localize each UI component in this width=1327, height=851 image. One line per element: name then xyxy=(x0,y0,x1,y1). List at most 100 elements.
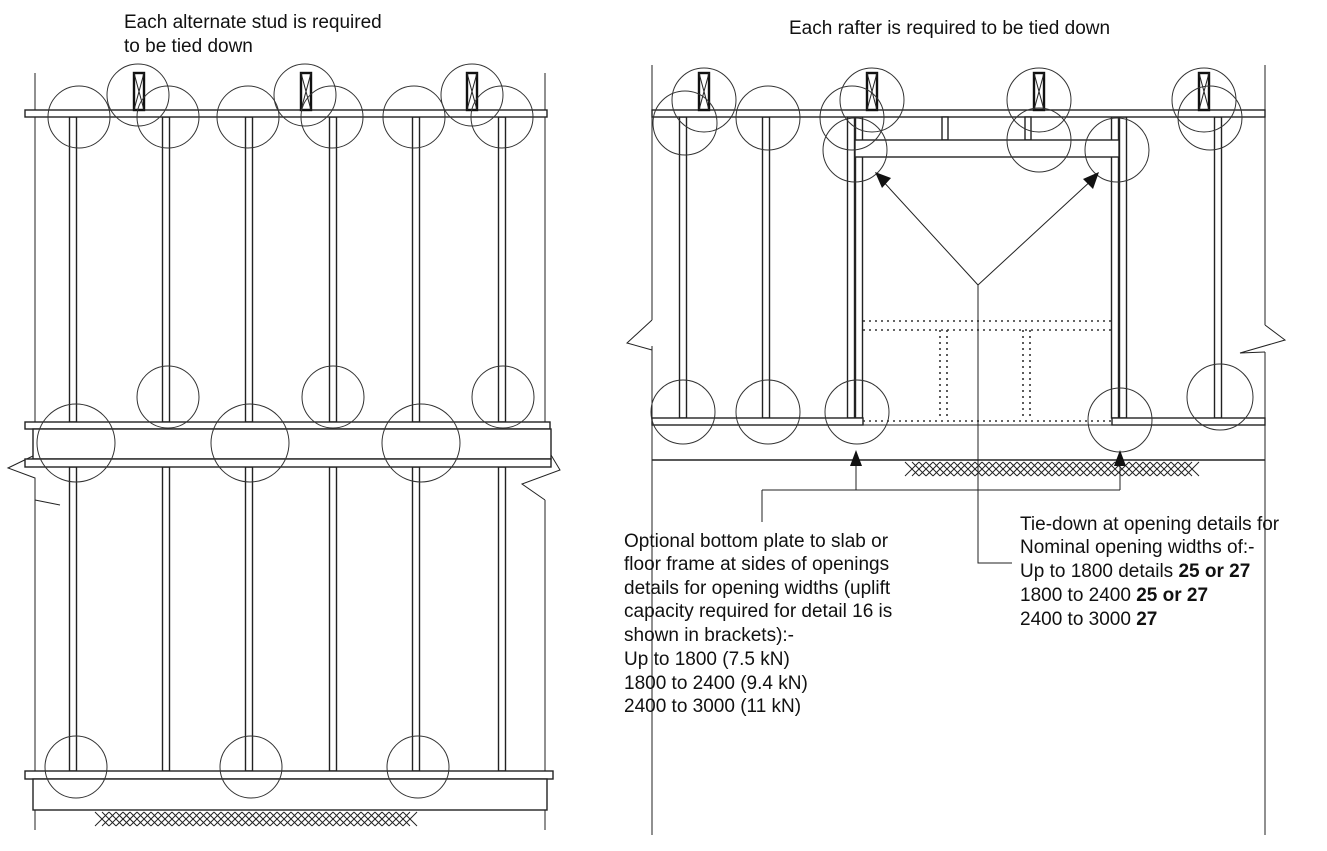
stud xyxy=(161,116,171,423)
hatch-line xyxy=(122,811,138,827)
floor-beam xyxy=(32,428,552,460)
stud xyxy=(497,466,507,772)
note-line: 1800 to 2400 (9.4 kN) xyxy=(624,673,808,694)
hatch-line xyxy=(395,811,411,827)
tie-down-location-circle xyxy=(216,85,280,149)
hatch-line xyxy=(967,461,983,477)
hatch-line xyxy=(192,811,208,827)
hatch-line xyxy=(1086,461,1102,477)
hatch-line xyxy=(918,461,934,477)
hatch-line xyxy=(101,811,117,827)
break-line-right xyxy=(1239,324,1287,354)
hatch-line xyxy=(1114,461,1130,477)
hatch-line xyxy=(1142,461,1158,477)
hatch-line xyxy=(206,811,222,827)
arrow-head-icon xyxy=(850,450,862,466)
hatch-line xyxy=(339,811,355,827)
hatch-line xyxy=(1002,461,1018,477)
tie-down-location-circle xyxy=(1006,107,1072,173)
row-label: 1800 to 2400 xyxy=(1020,585,1136,606)
hatch-line xyxy=(276,811,292,827)
hatch-line xyxy=(367,811,383,827)
tie-down-location-circle xyxy=(47,85,111,149)
hatch-line xyxy=(1016,461,1032,477)
hatch-line xyxy=(1009,461,1025,477)
hatch-line xyxy=(974,461,990,477)
tie-down-location-circle xyxy=(822,117,888,183)
note-line: Up to 1800 (7.5 kN) xyxy=(624,649,790,670)
hatch-line xyxy=(332,811,348,827)
hatch-line xyxy=(157,811,173,827)
ground-hatch xyxy=(94,811,418,827)
hatch-line xyxy=(904,461,920,477)
stud xyxy=(411,466,421,772)
note-line: Nominal opening widths of:- xyxy=(1020,537,1254,558)
hatch-line xyxy=(1030,461,1046,477)
note-line: 2400 to 3000 (11 kN) xyxy=(624,696,801,717)
tie-block-cross xyxy=(300,72,312,111)
stud xyxy=(846,116,856,419)
tie-down-location-circle xyxy=(1186,363,1254,431)
note-line: floor frame at sides of openings xyxy=(624,554,889,575)
arrow-head-icon xyxy=(875,172,891,188)
note-row: Up to 1800 details 25 or 27 xyxy=(1020,561,1250,582)
hatch-line xyxy=(925,461,941,477)
tie-down-location-circle xyxy=(839,67,905,133)
tie-down-location-circle xyxy=(1084,117,1150,183)
hatch-line xyxy=(150,811,166,827)
stud xyxy=(411,116,421,423)
tie-down-location-circle xyxy=(650,379,716,445)
hatch-line xyxy=(234,811,250,827)
hatch-line xyxy=(1072,461,1088,477)
tie-down-location-circle xyxy=(219,735,283,799)
tie-down-location-circle xyxy=(819,85,885,151)
note-line: shown in brackets):- xyxy=(624,625,794,646)
hatch-line xyxy=(1163,461,1179,477)
lower-top-plate xyxy=(24,458,552,468)
hatch-line xyxy=(1156,461,1172,477)
tie-block-cross xyxy=(466,72,478,111)
tie-down-location-circle xyxy=(36,403,116,483)
hatch-line xyxy=(1051,461,1067,477)
stud xyxy=(161,466,171,772)
right-wall-frame xyxy=(626,65,1287,835)
tie-block-cross xyxy=(866,72,878,111)
stud xyxy=(328,466,338,772)
hatch-line xyxy=(1128,461,1144,477)
hatch-line xyxy=(241,811,257,827)
hatch-line xyxy=(94,811,110,827)
top-plate xyxy=(24,109,548,118)
stud xyxy=(1110,116,1120,419)
stud xyxy=(244,466,254,772)
stud xyxy=(328,116,338,423)
hatch-line xyxy=(227,811,243,827)
hatch-line xyxy=(353,811,369,827)
tie-down-location-circle xyxy=(106,63,170,127)
row-value: 25 or 27 xyxy=(1136,585,1208,606)
break-line-left-lower xyxy=(34,499,61,506)
tie-down-location-circle xyxy=(652,90,718,156)
slab xyxy=(32,778,548,811)
hatch-line xyxy=(164,811,180,827)
hatch-line xyxy=(932,461,948,477)
bottom-plate xyxy=(24,770,554,780)
hatch-line xyxy=(346,811,362,827)
stud xyxy=(244,116,254,423)
hatch-line xyxy=(136,811,152,827)
left-caption-line1: Each alternate stud is required xyxy=(124,12,382,33)
note-line: Optional bottom plate to slab or xyxy=(624,531,889,552)
hatch-line xyxy=(1044,461,1060,477)
tie-block-cross xyxy=(698,72,710,111)
hatch-line xyxy=(220,811,236,827)
note-row: 2400 to 3000 27 xyxy=(1020,609,1157,630)
tie-down-location-circle xyxy=(735,379,801,445)
tie-down-location-circle xyxy=(386,735,450,799)
lintel xyxy=(854,139,1120,158)
hatch-line xyxy=(129,811,145,827)
top-plate xyxy=(651,109,1266,118)
break-line-left xyxy=(626,319,653,351)
break-line-left xyxy=(6,454,36,500)
hatch-line xyxy=(115,811,131,827)
hatch-line xyxy=(199,811,215,827)
hatch-line xyxy=(946,461,962,477)
